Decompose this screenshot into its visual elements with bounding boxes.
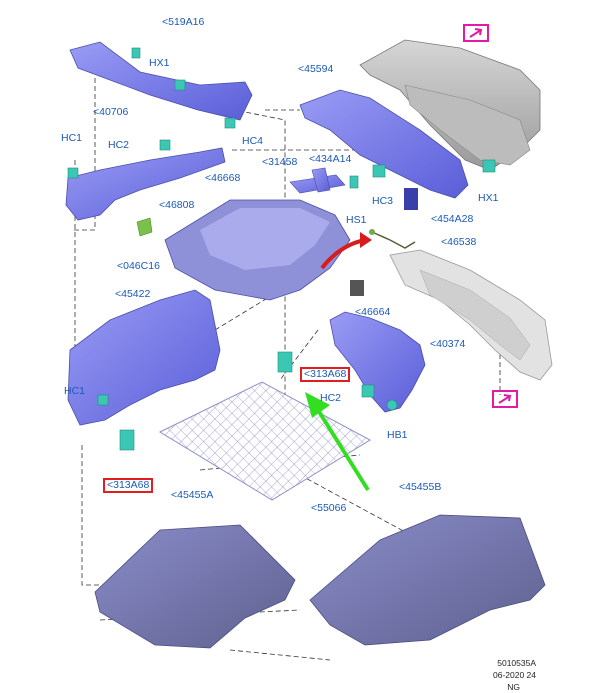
clip-hs1-part — [349, 175, 359, 189]
red-arrowhead — [360, 232, 372, 248]
label-hx1-right: HX1 — [478, 192, 499, 204]
clip-519a16-part — [174, 79, 186, 91]
navigation-arrow-icon[interactable] — [463, 24, 489, 42]
diagram-code: 5010535A — [497, 658, 536, 668]
trunk-mat-b-part — [309, 514, 546, 646]
label-hc1-top: HC1 — [61, 132, 83, 144]
label-46538: <46538 — [441, 236, 477, 248]
label-hb1: HB1 — [387, 429, 408, 441]
label-hs1: HS1 — [346, 214, 367, 226]
bracket-46664-part — [350, 280, 364, 296]
diagram-date: 06-2020 24 — [492, 670, 536, 680]
label-hc2-top: HC2 — [108, 139, 130, 151]
cargo-net-part — [158, 381, 372, 501]
label-hc4: HC4 — [242, 135, 264, 147]
label-45455a: <45455A — [171, 489, 214, 501]
trunk-lid-inner-part — [404, 84, 531, 166]
side-trim-right-part — [329, 311, 426, 413]
label-40706: <40706 — [93, 106, 129, 118]
bracket-434a14-part — [311, 167, 331, 193]
label-46668: <46668 — [205, 172, 241, 184]
clip-hc4-part — [224, 117, 236, 129]
diagram-suffix: NG — [507, 682, 520, 692]
package-tray-trim-part — [299, 89, 469, 199]
cable-end-part — [369, 229, 375, 235]
label-313a68-left: <313A68 — [103, 478, 154, 493]
label-434a14: <434A14 — [309, 153, 352, 165]
upper-trim-rail-part — [69, 41, 253, 121]
label-hc3: HC3 — [372, 195, 394, 207]
clip-hc1-left-part — [97, 394, 109, 406]
clip-hx1-part — [131, 47, 141, 59]
label-40374: <40374 — [430, 338, 466, 350]
label-45594: <45594 — [298, 63, 334, 75]
clip-hc2-part — [159, 139, 171, 151]
label-55066: <55066 — [311, 502, 347, 514]
label-46664: <46664 — [355, 306, 391, 318]
label-hx1-top: HX1 — [149, 57, 170, 69]
navigation-arrow-icon[interactable] — [492, 390, 518, 408]
rear-panel-detail-part — [419, 269, 531, 361]
green-arrowhead — [305, 392, 330, 418]
clip-046c16-part — [136, 217, 153, 237]
label-45422: <45422 — [115, 288, 151, 300]
label-46808: <46808 — [159, 199, 195, 211]
label-hc1-left: HC1 — [64, 385, 86, 397]
clip-hc1-part — [67, 167, 79, 179]
label-313a68-center: <313A68 — [300, 367, 351, 382]
label-45455b: <45455B — [399, 481, 442, 493]
load-floor-top-part — [200, 208, 330, 270]
clip-hx1-right-part — [482, 159, 496, 173]
clip-hc3-part — [372, 164, 386, 178]
bracket-313a68-center-part — [277, 351, 293, 373]
label-046c16: <046C16 — [117, 260, 160, 272]
label-454a28: <454A28 — [431, 213, 474, 225]
bracket-313a68-left-part — [119, 429, 135, 451]
cable-46538-part — [371, 231, 416, 249]
clip-hb1-part — [386, 399, 398, 411]
side-trim-upper-part — [65, 147, 226, 221]
clip-hc2-bottom-part — [361, 384, 375, 398]
side-trim-lower-part — [67, 289, 221, 426]
label-hc2-bottom: HC2 — [320, 392, 342, 404]
label-519a16: <519A16 — [162, 16, 205, 28]
label-31458: <31458 — [262, 156, 298, 168]
trunk-mat-a-part — [94, 524, 296, 649]
bracket-454a28-part — [404, 188, 418, 210]
green-pointer-arrow — [316, 408, 370, 492]
